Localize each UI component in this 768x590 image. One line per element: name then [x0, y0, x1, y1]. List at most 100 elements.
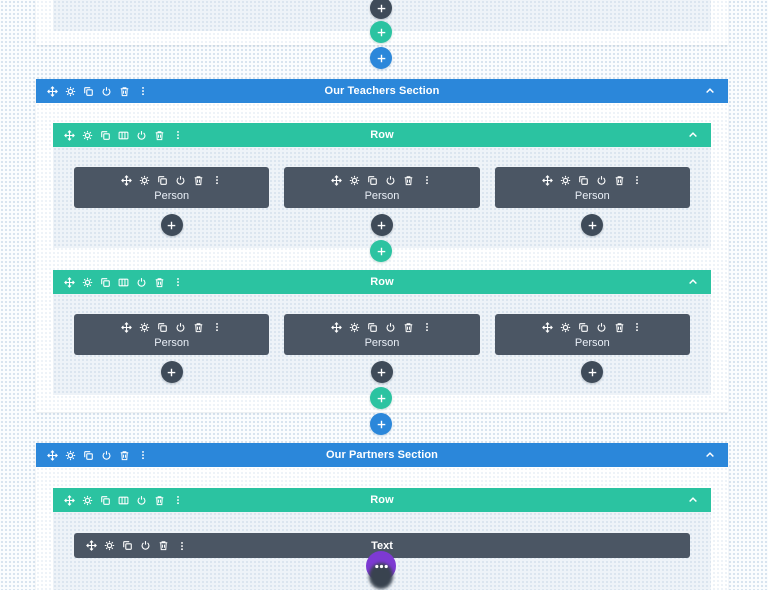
- module-person[interactable]: Person: [284, 314, 480, 355]
- move-icon[interactable]: [120, 320, 133, 334]
- disable-icon[interactable]: [595, 320, 608, 334]
- add-module-button[interactable]: [581, 214, 604, 236]
- delete-icon[interactable]: [613, 173, 626, 187]
- duplicate-icon[interactable]: [121, 539, 134, 553]
- duplicate-icon[interactable]: [577, 173, 590, 187]
- settings-icon[interactable]: [103, 539, 116, 553]
- options-icon[interactable]: [136, 84, 149, 98]
- delete-icon[interactable]: [153, 493, 166, 507]
- move-icon[interactable]: [541, 320, 554, 334]
- add-row-button[interactable]: [370, 21, 392, 43]
- add-row-button[interactable]: [370, 387, 392, 409]
- row-header-bar[interactable]: Row: [53, 270, 711, 294]
- duplicate-icon[interactable]: [156, 173, 169, 187]
- collapse-row-button[interactable]: [685, 492, 701, 508]
- options-icon[interactable]: [175, 539, 188, 553]
- disable-icon[interactable]: [135, 275, 148, 289]
- settings-icon[interactable]: [64, 84, 77, 98]
- delete-icon[interactable]: [118, 448, 131, 462]
- move-icon[interactable]: [46, 448, 59, 462]
- add-module-button[interactable]: [370, 361, 393, 383]
- settings-icon[interactable]: [348, 320, 361, 334]
- disable-icon[interactable]: [174, 320, 187, 334]
- module-person[interactable]: Person: [74, 314, 270, 355]
- duplicate-icon[interactable]: [99, 493, 112, 507]
- duplicate-icon[interactable]: [366, 173, 379, 187]
- row-header-bar[interactable]: Row: [53, 488, 711, 512]
- disable-icon[interactable]: [100, 448, 113, 462]
- add-module-button[interactable]: [160, 361, 183, 383]
- settings-icon[interactable]: [81, 493, 94, 507]
- move-icon[interactable]: [46, 84, 59, 98]
- delete-icon[interactable]: [157, 539, 170, 553]
- disable-icon[interactable]: [384, 320, 397, 334]
- options-icon[interactable]: [420, 320, 433, 334]
- settings-icon[interactable]: [348, 173, 361, 187]
- options-icon[interactable]: [210, 173, 223, 187]
- duplicate-icon[interactable]: [82, 84, 95, 98]
- collapse-section-button[interactable]: [702, 83, 718, 99]
- settings-icon[interactable]: [138, 320, 151, 334]
- delete-icon[interactable]: [153, 128, 166, 142]
- delete-icon[interactable]: [402, 173, 415, 187]
- move-icon[interactable]: [63, 275, 76, 289]
- module-person[interactable]: Person: [494, 167, 690, 208]
- page-settings-button[interactable]: [366, 551, 396, 581]
- settings-icon[interactable]: [559, 173, 572, 187]
- options-icon[interactable]: [136, 448, 149, 462]
- disable-icon[interactable]: [139, 539, 152, 553]
- delete-icon[interactable]: [402, 320, 415, 334]
- add-row-button[interactable]: [370, 240, 392, 262]
- settings-icon[interactable]: [559, 320, 572, 334]
- row-header-bar[interactable]: Row: [53, 123, 711, 147]
- options-icon[interactable]: [171, 493, 184, 507]
- add-section-button[interactable]: [370, 47, 392, 69]
- section-header-bar[interactable]: Our Partners Section: [36, 443, 728, 467]
- move-icon[interactable]: [541, 173, 554, 187]
- disable-icon[interactable]: [135, 493, 148, 507]
- add-module-button[interactable]: [370, 0, 392, 19]
- move-icon[interactable]: [63, 128, 76, 142]
- move-icon[interactable]: [85, 539, 98, 553]
- collapse-row-button[interactable]: [685, 127, 701, 143]
- disable-icon[interactable]: [384, 173, 397, 187]
- add-section-button[interactable]: [370, 413, 392, 435]
- duplicate-icon[interactable]: [99, 275, 112, 289]
- disable-icon[interactable]: [135, 128, 148, 142]
- options-icon[interactable]: [631, 173, 644, 187]
- duplicate-icon[interactable]: [82, 448, 95, 462]
- module-person[interactable]: Person: [74, 167, 270, 208]
- add-module-button[interactable]: [370, 214, 393, 236]
- module-person[interactable]: Person: [284, 167, 480, 208]
- options-icon[interactable]: [171, 275, 184, 289]
- collapse-row-button[interactable]: [685, 274, 701, 290]
- columns-icon[interactable]: [117, 275, 130, 289]
- add-module-button[interactable]: [160, 214, 183, 236]
- delete-icon[interactable]: [192, 173, 205, 187]
- collapse-section-button[interactable]: [702, 447, 718, 463]
- settings-icon[interactable]: [138, 173, 151, 187]
- move-icon[interactable]: [63, 493, 76, 507]
- move-icon[interactable]: [330, 320, 343, 334]
- options-icon[interactable]: [420, 173, 433, 187]
- disable-icon[interactable]: [595, 173, 608, 187]
- move-icon[interactable]: [330, 173, 343, 187]
- settings-icon[interactable]: [64, 448, 77, 462]
- add-module-button[interactable]: [581, 361, 604, 383]
- duplicate-icon[interactable]: [99, 128, 112, 142]
- duplicate-icon[interactable]: [366, 320, 379, 334]
- delete-icon[interactable]: [192, 320, 205, 334]
- columns-icon[interactable]: [117, 493, 130, 507]
- options-icon[interactable]: [171, 128, 184, 142]
- columns-icon[interactable]: [117, 128, 130, 142]
- disable-icon[interactable]: [100, 84, 113, 98]
- delete-icon[interactable]: [153, 275, 166, 289]
- move-icon[interactable]: [120, 173, 133, 187]
- section-header-bar[interactable]: Our Teachers Section: [36, 79, 728, 103]
- disable-icon[interactable]: [174, 173, 187, 187]
- duplicate-icon[interactable]: [577, 320, 590, 334]
- settings-icon[interactable]: [81, 128, 94, 142]
- duplicate-icon[interactable]: [156, 320, 169, 334]
- settings-icon[interactable]: [81, 275, 94, 289]
- delete-icon[interactable]: [613, 320, 626, 334]
